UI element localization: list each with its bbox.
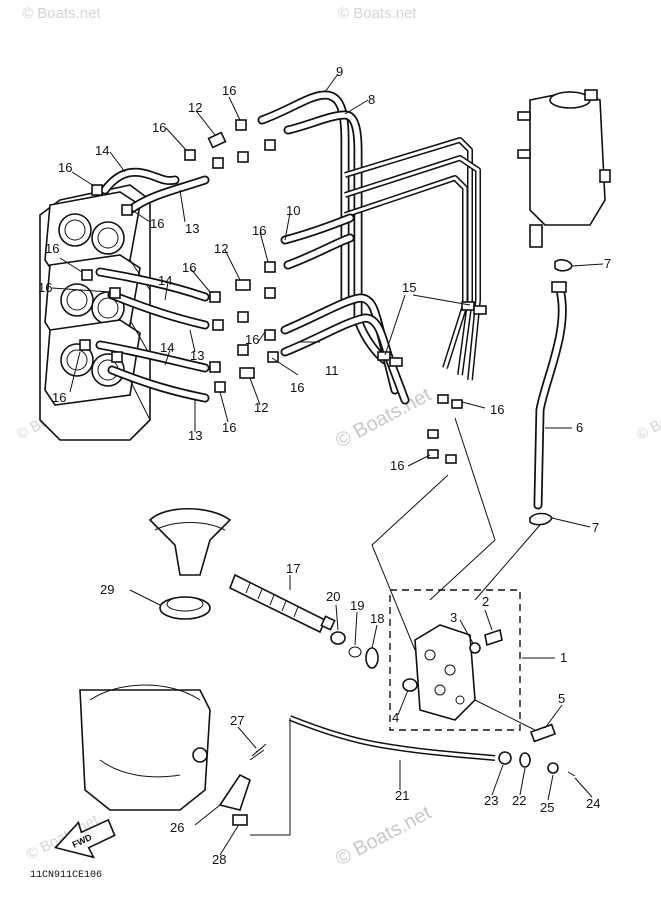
callout-12: 12	[188, 100, 202, 115]
callout-22: 22	[512, 793, 526, 808]
callout-13: 13	[190, 348, 204, 363]
lever-parts	[218, 743, 267, 826]
callout-16: 16	[390, 458, 404, 473]
callout-4: 4	[392, 710, 399, 725]
watermark: © Boats.net	[332, 384, 435, 453]
callout-20: 20	[326, 589, 340, 604]
callout-7: 7	[604, 256, 611, 271]
callout-13: 13	[185, 221, 199, 236]
fuel-hoses-long	[257, 90, 481, 405]
oil-hose	[529, 281, 567, 526]
callout-23: 23	[484, 793, 498, 808]
fwd-arrow: FWD	[54, 818, 116, 859]
callout-26: 26	[170, 820, 184, 835]
callout-17: 17	[286, 561, 300, 576]
callout-12: 12	[254, 400, 268, 415]
watermark: © Boats.net	[332, 802, 435, 871]
callout-27: 27	[230, 713, 244, 728]
callout-16: 16	[182, 260, 196, 275]
callout-5: 5	[558, 691, 565, 706]
callout-16: 16	[222, 83, 236, 98]
callout-7: 7	[592, 520, 599, 535]
callout-11: 11	[325, 363, 339, 378]
callout-1: 1	[560, 650, 567, 665]
callout-3: 3	[450, 610, 457, 625]
callout-16: 16	[245, 332, 259, 347]
callout-10: 10	[286, 203, 300, 218]
watermark: © Boats.net	[22, 5, 101, 22]
callout-13: 13	[188, 428, 202, 443]
carburetor-assembly	[39, 184, 151, 441]
callout-8: 8	[368, 92, 375, 107]
watermark: © Boats.net	[338, 5, 417, 22]
control-cable	[288, 715, 576, 777]
drive-gear-parts	[148, 507, 379, 669]
callout-15: 15	[402, 280, 416, 295]
callout-25: 25	[540, 800, 554, 815]
lower-housing	[79, 684, 211, 811]
callout-12: 12	[214, 241, 228, 256]
callout-24: 24	[586, 796, 600, 811]
callout-16: 16	[52, 390, 66, 405]
callout-14: 14	[158, 273, 172, 288]
callout-16: 16	[152, 120, 166, 135]
short-hoses	[95, 167, 210, 403]
callout-9: 9	[336, 64, 343, 79]
callout-29: 29	[100, 582, 114, 597]
callout-numbers: 9 8 16 12 16 14 16 16 13 10 16 12 16 16 …	[38, 64, 611, 867]
watermark: © Boats.net	[634, 391, 661, 443]
callout-16: 16	[150, 216, 164, 231]
hose-clamps	[79, 119, 487, 464]
callout-16: 16	[38, 280, 52, 295]
callout-16: 16	[290, 380, 304, 395]
callout-2: 2	[482, 594, 489, 609]
callout-6: 6	[576, 420, 583, 435]
callout-16: 16	[45, 241, 59, 256]
reference-lines	[250, 417, 541, 836]
callout-16: 16	[252, 223, 266, 238]
callout-28: 28	[212, 852, 226, 867]
callout-14: 14	[160, 340, 174, 355]
callout-14: 14	[95, 143, 109, 158]
callout-16: 16	[490, 402, 504, 417]
oil-pump-assembly	[389, 589, 557, 743]
callout-16: 16	[58, 160, 72, 175]
callout-18: 18	[370, 611, 384, 626]
callout-21: 21	[395, 788, 409, 803]
callout-16: 16	[222, 420, 236, 435]
callout-19: 19	[350, 598, 364, 613]
diagram-code: 11CN911CE106	[30, 870, 102, 881]
oil-tank	[517, 89, 611, 272]
leader-lines	[51, 73, 604, 856]
